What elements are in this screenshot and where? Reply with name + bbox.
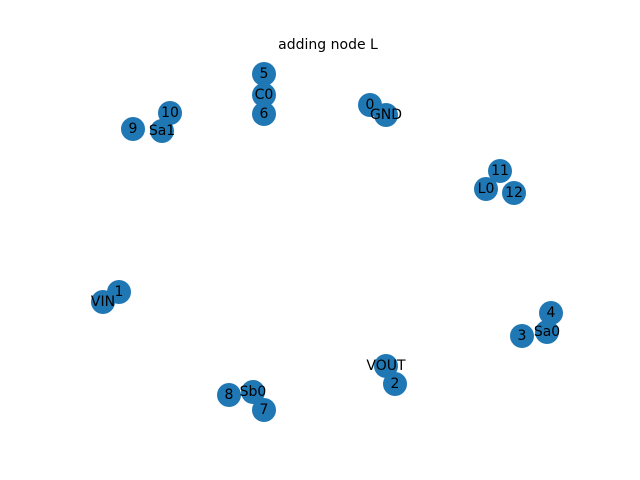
node-6-circle: [252, 102, 276, 126]
node-sb0-circle: [241, 380, 265, 404]
node-7-circle: [252, 398, 276, 422]
node-sa1-circle: [150, 119, 174, 143]
node-8-label: 8: [225, 387, 234, 403]
node-4-label: 4: [547, 305, 556, 321]
node-9-circle: [121, 117, 145, 141]
node-3-label: 3: [518, 328, 527, 344]
node-1-label: 1: [115, 284, 124, 300]
node-vout-circle: [374, 354, 398, 378]
node-11-label: 11: [491, 163, 509, 179]
node-gnd-label: GND: [370, 107, 402, 123]
node-5-circle: [252, 62, 276, 86]
node-vin-label: VIN: [91, 294, 115, 310]
node-4-circle: [539, 301, 563, 325]
node-12-label: 12: [505, 185, 523, 201]
node-9-label: 9: [129, 121, 138, 137]
node-sa1-label: Sa1: [149, 123, 175, 139]
node-sa0-label: Sa0: [534, 324, 560, 340]
node-c0-label: C0: [255, 87, 274, 103]
node-c0-circle: [252, 83, 276, 107]
node-11-circle: [488, 159, 512, 183]
node-3-circle: [510, 324, 534, 348]
node-2-label: 2: [391, 376, 400, 392]
node-vout-label: VOUT: [366, 358, 406, 374]
node-6-label: 6: [260, 106, 269, 122]
node-l0-label: L0: [478, 181, 495, 197]
node-8-circle: [217, 383, 241, 407]
node-l0-circle: [474, 177, 498, 201]
node-5-label: 5: [260, 66, 269, 82]
node-vin-circle: [91, 290, 115, 314]
node-gnd-circle: [374, 103, 398, 127]
node-sb0-label: Sb0: [240, 384, 267, 400]
node-10-circle: [158, 101, 182, 125]
node-7-label: 7: [260, 402, 269, 418]
node-12-circle: [502, 181, 526, 205]
node-10-label: 10: [161, 105, 179, 121]
graph-title: adding node L: [278, 37, 378, 53]
node-markers: [91, 62, 563, 422]
node-0-label: 0: [366, 97, 375, 113]
node-2-circle: [383, 372, 407, 396]
node-sa0-circle: [535, 320, 559, 344]
